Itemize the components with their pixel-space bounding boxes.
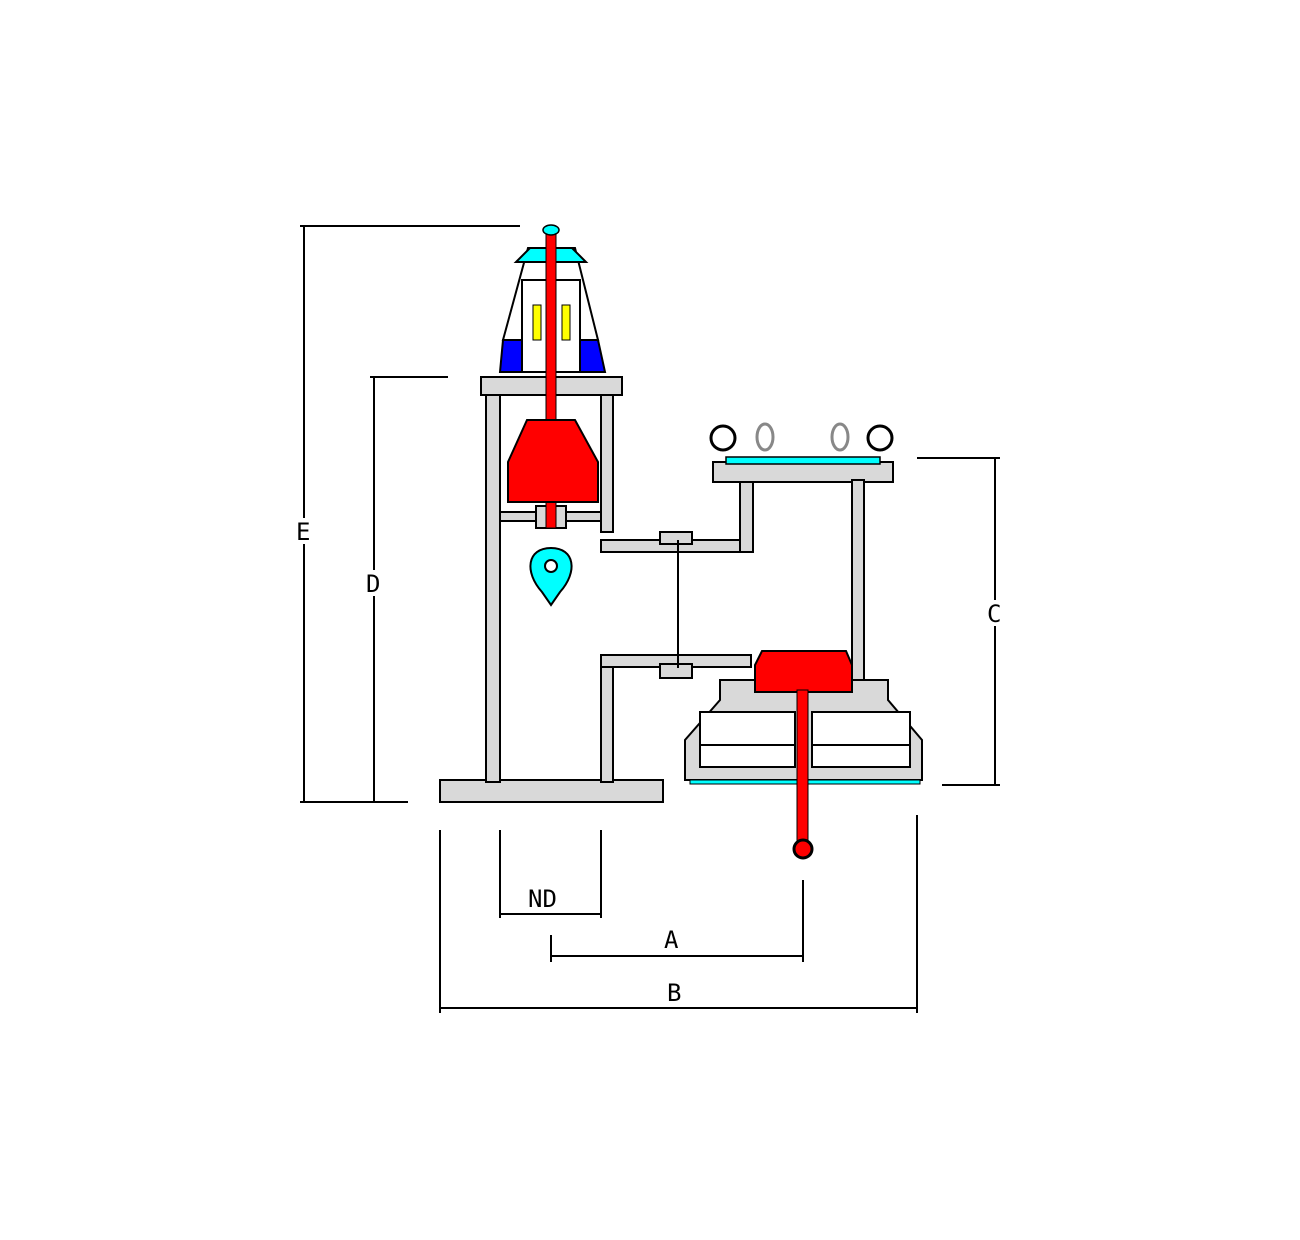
dimension-label-c: C [987,600,1001,628]
stem-ball [792,838,814,860]
upper-connecting-pipe [600,477,754,553]
dimension-label-d: D [366,570,380,598]
dimension-lines [300,225,1000,1013]
dimension-label-nd: ND [528,885,557,913]
stem-top-cap [542,224,560,236]
lower-connecting-pipe [600,654,752,679]
upper-valve-disc [507,419,599,503]
eye-bolt-icon [755,422,775,452]
dimension-label-e: E [296,518,310,546]
left-valve-body [439,376,664,803]
lower-valve-disc [754,650,853,693]
eye-bolt-icon [866,424,894,452]
cover-plate-cyan [725,456,881,465]
eye-bolt-icon [830,422,850,452]
eye-bolts [709,422,894,452]
counterweight [529,546,573,607]
lower-stem [796,689,809,846]
dimension-label-b: B [667,979,681,1007]
dimension-label-a: A [664,926,679,954]
eye-bolt-icon [709,424,737,452]
